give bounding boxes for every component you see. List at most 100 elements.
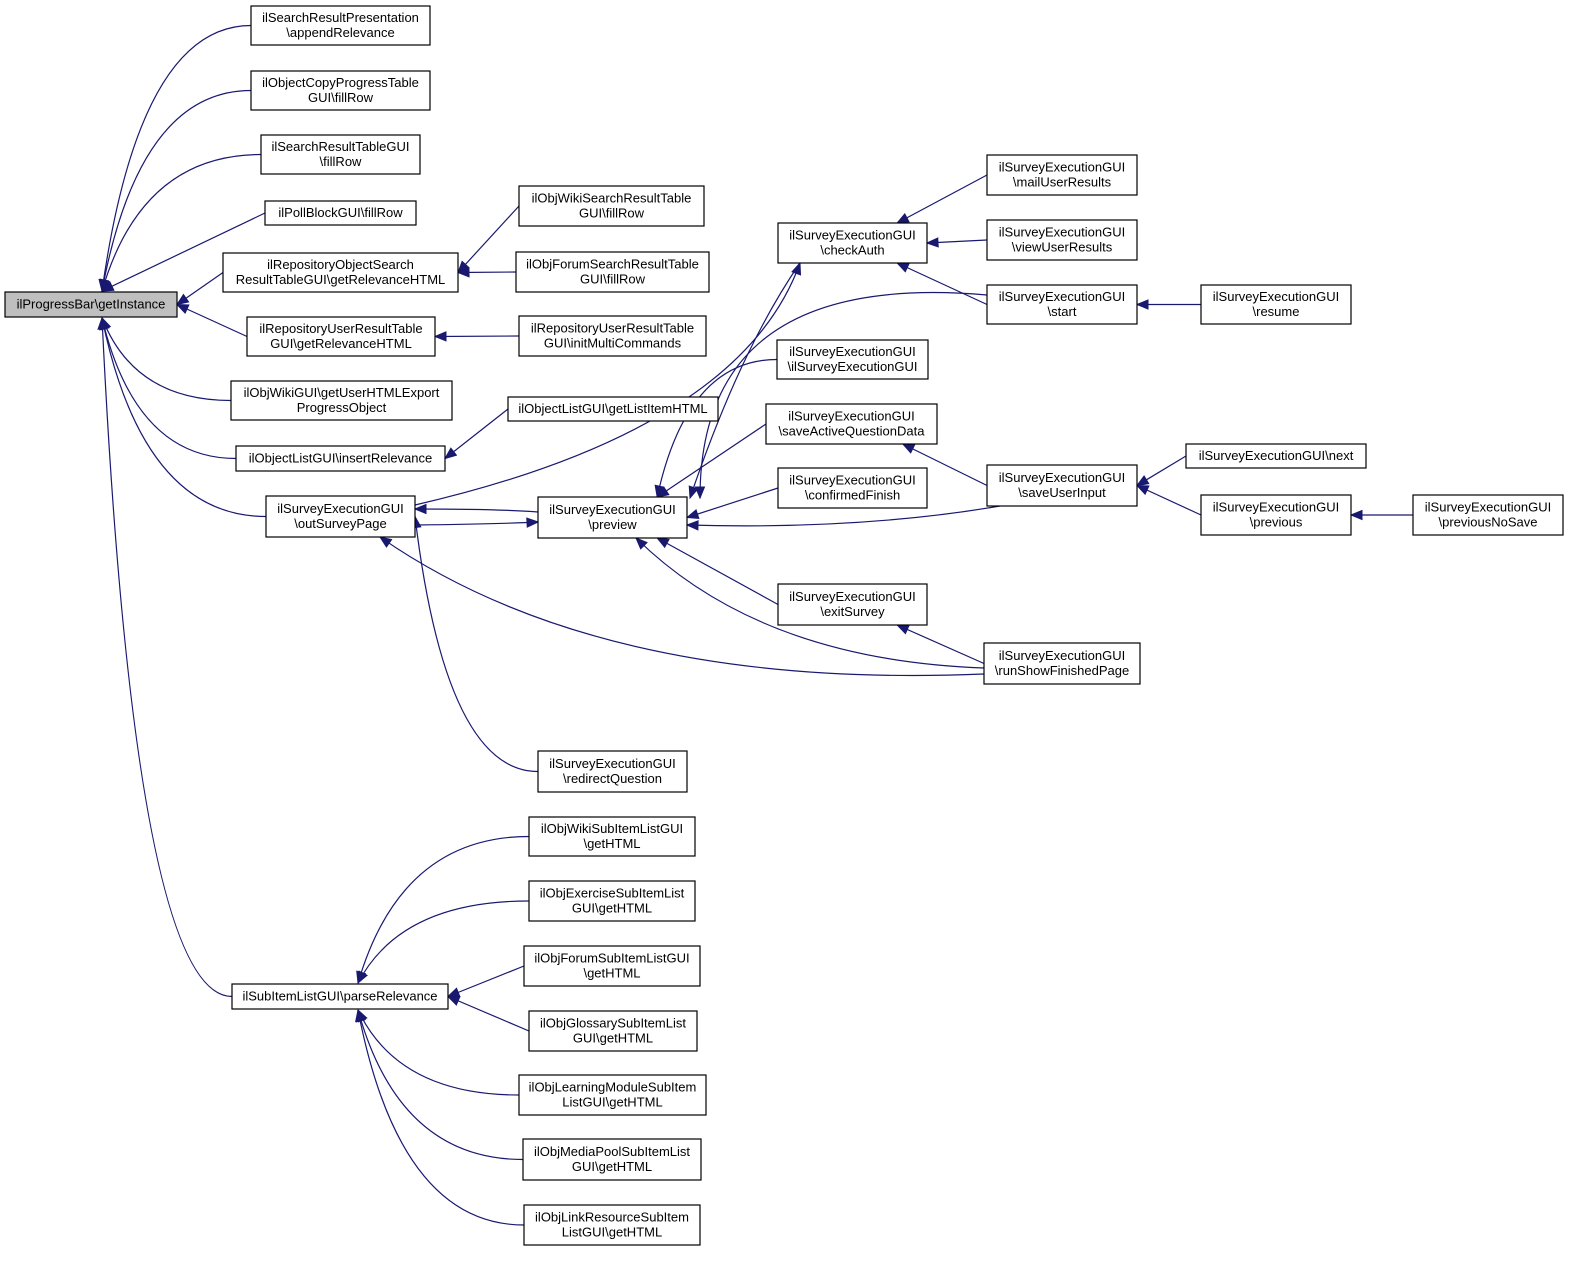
- node-p1[interactable]: ilSurveyExecutionGUI\checkAuth: [777, 222, 928, 264]
- edge-arrowhead: [526, 517, 540, 528]
- node-label: ilObjWikiSubItemListGUI: [541, 821, 683, 836]
- edge-arrowhead: [694, 486, 706, 500]
- node-label: \start: [1048, 304, 1077, 319]
- node-q5[interactable]: ilSurveyExecutionGUI\runShowFinishedPage: [983, 642, 1141, 685]
- node-root[interactable]: ilProgressBar\getInstance: [4, 291, 178, 318]
- node-label: ilObjLearningModuleSubItem: [529, 1080, 697, 1095]
- node-s1[interactable]: ilObjWikiSubItemListGUI\getHTML: [528, 816, 696, 857]
- node-m4[interactable]: ilObjectListGUI\getListItemHTML: [507, 396, 719, 422]
- node-s3[interactable]: ilObjForumSubItemListGUI\getHTML: [523, 945, 701, 987]
- node-n7[interactable]: ilObjWikiGUI\getUserHTMLExportProgressOb…: [230, 380, 453, 421]
- node-label: ilObjectCopyProgressTable: [262, 75, 419, 90]
- node-label: ilSurveyExecutionGUI: [1213, 500, 1339, 515]
- edge-arrowhead: [896, 212, 910, 224]
- edge-arrowhead: [175, 303, 190, 315]
- node-label: ilSurveyExecutionGUI: [277, 501, 403, 516]
- edge-arrowhead: [378, 536, 393, 548]
- node-label: \exitSurvey: [820, 604, 885, 619]
- node-label: ilSurveyExecutionGUI: [1213, 289, 1339, 304]
- node-label: ilSurveyExecutionGUI: [549, 502, 675, 517]
- node-label: \getHTML: [583, 966, 640, 981]
- node-box: [222, 252, 459, 293]
- node-r2[interactable]: ilSurveyExecutionGUI\next: [1185, 443, 1367, 469]
- edge-n7-to-root: [101, 317, 232, 402]
- node-q3[interactable]: ilSurveyExecutionGUI\start: [986, 284, 1138, 325]
- node-label: ilObjMediaPoolSubItemList: [534, 1144, 690, 1159]
- node-m5[interactable]: ilSurveyExecutionGUI\preview: [537, 496, 688, 539]
- node-n9[interactable]: ilSurveyExecutionGUI\outSurveyPage: [265, 495, 416, 538]
- node-label: ilSearchResultTableGUI: [271, 139, 409, 154]
- node-box: [537, 496, 688, 539]
- node-label: \appendRelevance: [286, 25, 394, 40]
- node-label: \confirmedFinish: [805, 488, 900, 503]
- node-box: [231, 983, 449, 1010]
- node-box: [1185, 443, 1367, 469]
- node-label: GUI\fillRow: [579, 206, 645, 221]
- edge-arrowhead: [446, 987, 461, 998]
- node-n10[interactable]: ilSubItemListGUI\parseRelevance: [231, 983, 449, 1010]
- node-p3[interactable]: ilSurveyExecutionGUI\saveActiveQuestionD…: [765, 403, 938, 445]
- node-box: [518, 185, 705, 227]
- node-box: [777, 583, 928, 626]
- node-label: GUI\getHTML: [572, 901, 652, 916]
- edge-n1-to-root: [101, 24, 252, 292]
- edge-n9-to-p1: [414, 262, 801, 506]
- edge-m4-to-n8: [444, 408, 509, 459]
- edge-p5-to-m5: [656, 537, 779, 606]
- node-box: [986, 154, 1138, 196]
- node-box: [986, 464, 1138, 507]
- edge-n8-to-root: [101, 317, 237, 460]
- node-n6[interactable]: ilRepositoryUserResultTableGUI\getReleva…: [246, 316, 436, 357]
- edge-n9-to-m5: [414, 521, 539, 526]
- edge-arrowhead: [446, 995, 461, 1006]
- node-q4[interactable]: ilSurveyExecutionGUI\saveUserInput: [986, 464, 1138, 507]
- node-box: [518, 1074, 707, 1116]
- node-n1[interactable]: ilSearchResultPresentation\appendRelevan…: [250, 5, 431, 46]
- node-n3[interactable]: ilSearchResultTableGUI\fillRow: [260, 134, 421, 175]
- edge-n3-to-root: [101, 153, 262, 292]
- node-box: [515, 251, 710, 293]
- edge-s2-to-n10: [357, 900, 530, 984]
- node-m3[interactable]: ilRepositoryUserResultTableGUI\initMulti…: [518, 315, 707, 357]
- edge-q4-to-m5: [686, 505, 1001, 527]
- edge-arrowhead: [100, 281, 115, 292]
- node-label: ilSearchResultPresentation: [262, 10, 419, 25]
- edge-m5-to-n9: [414, 508, 539, 513]
- node-p5[interactable]: ilSurveyExecutionGUI\exitSurvey: [777, 583, 928, 626]
- node-q1[interactable]: ilSurveyExecutionGUI\mailUserResults: [986, 154, 1138, 196]
- node-label: GUI\getHTML: [572, 1159, 652, 1174]
- node-box: [777, 222, 928, 264]
- node-label: ilRepositoryObjectSearch: [267, 257, 414, 272]
- node-n5[interactable]: ilRepositoryObjectSearchResultTableGUI\g…: [222, 252, 459, 293]
- node-layer: ilProgressBar\getInstance ilSearchResultP…: [4, 5, 1564, 1246]
- edge-arrowhead: [443, 447, 458, 460]
- node-s5[interactable]: ilObjLearningModuleSubItemListGUI\getHTM…: [518, 1074, 707, 1116]
- node-label: ilRepositoryUserResultTable: [259, 321, 422, 336]
- node-p2[interactable]: ilSurveyExecutionGUI\ilSurveyExecutionGU…: [776, 339, 929, 380]
- edge-arrowhead: [1135, 475, 1150, 487]
- edge-arrowhead: [433, 331, 447, 342]
- node-n4[interactable]: ilPollBlockGUI\fillRow: [264, 200, 417, 226]
- node-m6[interactable]: ilSurveyExecutionGUI\redirectQuestion: [537, 750, 688, 793]
- node-r1[interactable]: ilSurveyExecutionGUI\resume: [1200, 284, 1352, 325]
- node-label: ilObjectListGUI\getListItemHTML: [518, 401, 707, 416]
- node-box: [776, 339, 929, 380]
- node-label: \redirectQuestion: [563, 771, 662, 786]
- edge-n4-to-root: [101, 212, 266, 292]
- edge-m6-to-n9: [414, 516, 539, 773]
- node-t1[interactable]: ilSurveyExecutionGUI\previousNoSave: [1412, 494, 1564, 536]
- node-r3[interactable]: ilSurveyExecutionGUI\previous: [1200, 494, 1352, 536]
- node-q2[interactable]: ilSurveyExecutionGUI\viewUserResults: [986, 219, 1138, 261]
- node-label: ilSurveyExecutionGUI: [789, 473, 915, 488]
- edge-q5-to-p5: [896, 624, 985, 665]
- node-n8[interactable]: ilObjectListGUI\insertRelevance: [235, 445, 446, 472]
- node-p4[interactable]: ilSurveyExecutionGUI\confirmedFinish: [777, 467, 928, 509]
- node-box: [983, 642, 1141, 685]
